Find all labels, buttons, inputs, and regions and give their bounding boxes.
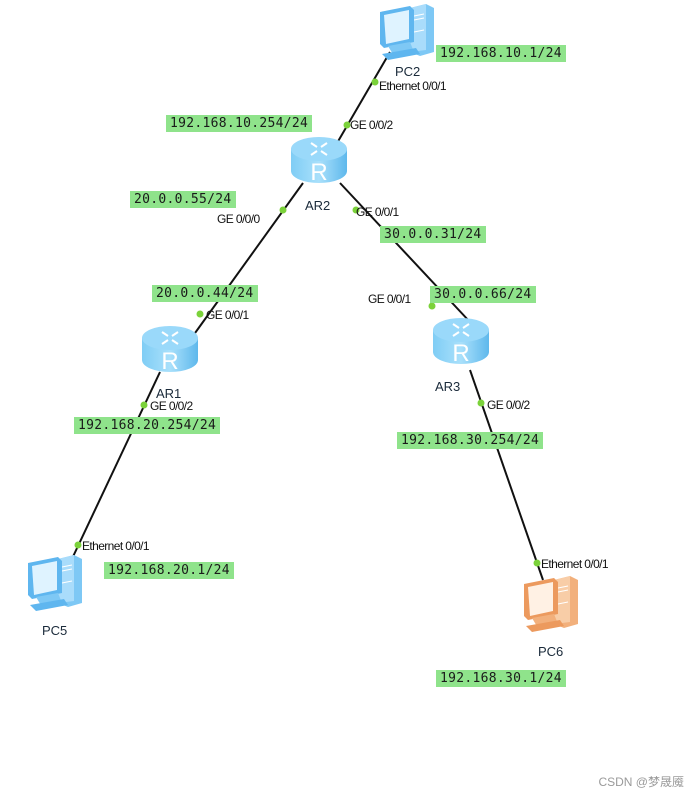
port-dot-ar2-g001[interactable] (352, 206, 360, 214)
link-pc2-ar2[interactable] (332, 51, 391, 151)
ar2-g001-port-label: GE 0/0/1 (356, 205, 399, 219)
ar1-g001-port-label: GE 0/0/1 (206, 308, 249, 322)
ar1-router-icon[interactable]: R (140, 322, 200, 376)
port-dot-pc5-eth[interactable] (74, 541, 82, 549)
ar3-router-icon[interactable]: R (431, 314, 491, 368)
ar3-g002-port-label: GE 0/0/2 (487, 398, 530, 412)
pc2-name-label: PC2 (395, 64, 421, 79)
pc5-port-label: Ethernet 0/0/1 (82, 539, 150, 553)
ar2-name-label: AR2 (305, 198, 331, 213)
ar3-g002-ip-label: 192.168.30.254/24 (397, 432, 544, 449)
pc5-ip-label: 192.168.20.1/24 (104, 562, 234, 579)
watermark: CSDN @梦晟魇 (598, 775, 684, 789)
port-dot-ar2-g002[interactable] (343, 121, 351, 129)
ar2-g000-port-label: GE 0/0/0 (217, 212, 260, 226)
svg-text:R: R (452, 340, 469, 367)
ar2-router-icon[interactable]: R (289, 133, 349, 187)
port-dot-ar2-g000[interactable] (279, 206, 287, 214)
pc5-computer-icon[interactable] (22, 553, 94, 615)
ar2-g002-ip-label: 192.168.10.254/24 (166, 115, 313, 132)
port-dot-ar3-g002[interactable] (477, 399, 485, 407)
pc6-port-label: Ethernet 0/0/1 (541, 557, 609, 571)
svg-text:R: R (161, 348, 178, 375)
pc6-name-label: PC6 (538, 644, 564, 659)
ar2-g002-port-label: GE 0/0/2 (350, 118, 393, 132)
ar1-g002-port-label: GE 0/0/2 (150, 399, 193, 413)
pc5-name-label: PC5 (42, 623, 68, 638)
pc6-computer-icon[interactable] (518, 574, 590, 636)
ar2-g001-ip-label: 30.0.0.31/24 (380, 226, 486, 243)
ar1-name-label: AR1 (156, 386, 182, 401)
pc2-computer-icon[interactable] (374, 2, 446, 64)
ar3-g001-port-label: GE 0/0/1 (368, 292, 411, 306)
ar3-name-label: AR3 (435, 379, 461, 394)
ar3-g001-ip-label: 30.0.0.66/24 (430, 286, 536, 303)
ar1-g001-ip-label: 20.0.0.44/24 (152, 285, 258, 302)
pc6-ip-label: 192.168.30.1/24 (436, 670, 566, 687)
port-dot-ar3-g001[interactable] (428, 302, 436, 310)
port-dot-ar1-g002[interactable] (140, 401, 148, 409)
port-dot-pc6-eth[interactable] (533, 559, 541, 567)
port-dot-pc2-eth[interactable] (371, 78, 379, 86)
svg-text:R: R (310, 159, 327, 186)
pc2-port-label: Ethernet 0/0/1 (379, 79, 447, 93)
port-dot-ar1-g001[interactable] (196, 310, 204, 318)
ar1-g002-ip-label: 192.168.20.254/24 (74, 417, 221, 434)
ar2-g000-ip-label: 20.0.0.55/24 (130, 191, 236, 208)
pc2-ip-label: 192.168.10.1/24 (436, 45, 566, 62)
